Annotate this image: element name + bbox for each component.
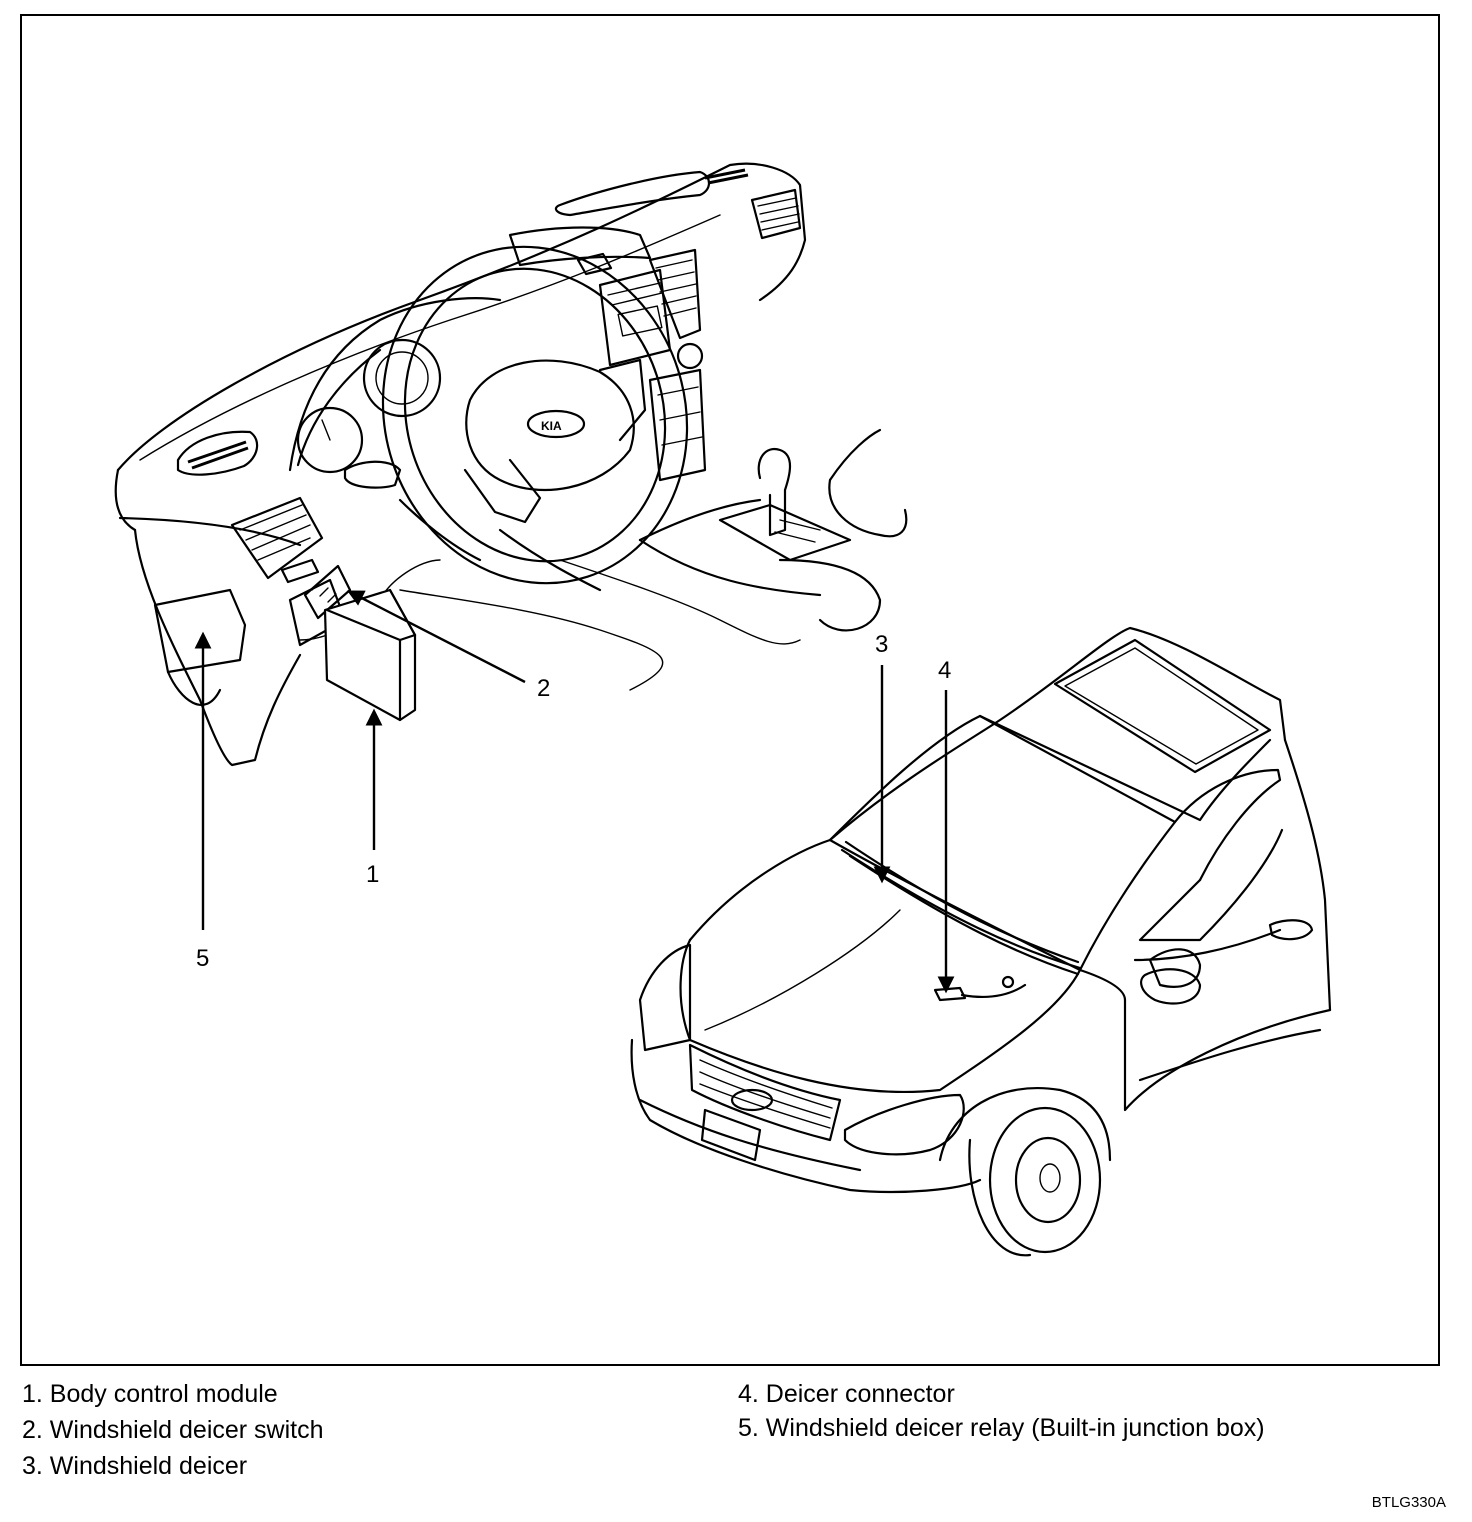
callout-number-4: 4 [938,657,951,684]
callout-number-2: 2 [537,675,550,702]
diagram-frame [20,14,1440,1366]
legend-item-4: 4. Deicer connector [738,1380,955,1408]
component-legend: 1. Body control module 2. Windshield dei… [22,1380,1442,1490]
legend-item-2: 2. Windshield deicer switch [22,1416,324,1444]
callout-number-5: 5 [196,945,209,972]
svg-text:KIA: KIA [541,419,562,433]
figure-code: BTLG330A [1371,1494,1446,1511]
callout-number-3: 3 [875,631,888,658]
legend-item-3: 3. Windshield deicer [22,1452,248,1480]
callout-leaders [194,590,955,994]
callout-number-1: 1 [366,861,379,888]
vehicle-illustration [630,626,1332,1257]
deicer-location-diagram: KIA [114,162,1332,1257]
callout-numbers: 1 2 3 4 5 [196,631,951,972]
legend-item-5: 5. Windshield deicer relay (Built-in jun… [738,1414,1265,1442]
dashboard-illustration: KIA [114,162,908,767]
leader-2 [347,590,526,684]
legend-item-1: 1. Body control module [22,1380,278,1408]
